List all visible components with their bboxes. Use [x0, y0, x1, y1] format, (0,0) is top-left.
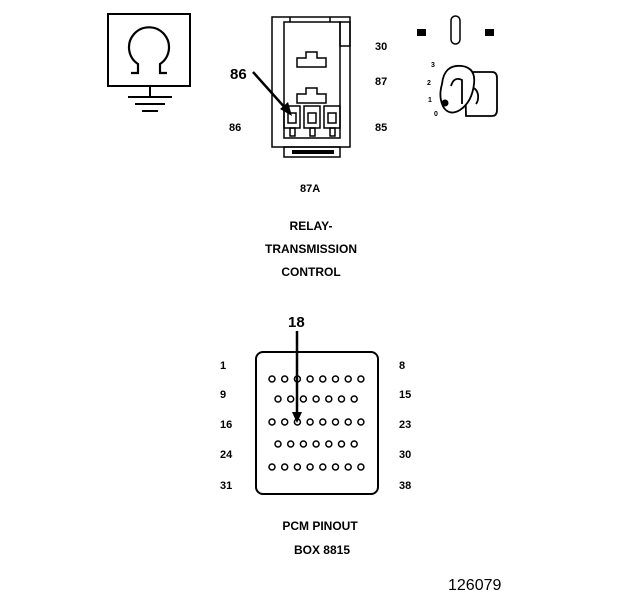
pcm-left-label-1: 1	[220, 360, 226, 372]
pcm-title-line-2: BOX 8815	[294, 543, 350, 557]
pcm-left-label-31: 31	[220, 480, 232, 492]
pcm-left-label-16: 16	[220, 419, 232, 431]
pcm-pin-hole	[319, 375, 327, 383]
relay-callout-arrowhead	[280, 102, 292, 116]
pcm-pin-hole	[357, 375, 365, 383]
ignition-position-1: 1	[428, 97, 432, 104]
ground-symbol-icon	[107, 13, 191, 112]
relay-title-line-1: RELAY-	[290, 219, 333, 233]
relay-connector	[271, 16, 351, 158]
pcm-right-label-38: 38	[399, 480, 411, 492]
pcm-title-line-1: PCM PINOUT	[282, 519, 358, 533]
pcm-pin-hole	[280, 463, 289, 471]
pcm-pin-hole	[344, 375, 352, 383]
pcm-pin-hole	[280, 375, 289, 383]
pcm-pin-hole	[319, 418, 327, 426]
pcm-pin-hole	[280, 418, 289, 426]
relay-title-line-3: CONTROL	[281, 265, 340, 279]
pcm-pin-hole	[293, 463, 302, 471]
pcm-pin-hole	[319, 463, 327, 471]
pcm-pin-hole	[274, 395, 282, 403]
figure-number: 126079	[448, 577, 501, 594]
ignition-position-2: 2	[427, 80, 431, 87]
pcm-pin-hole	[268, 375, 276, 383]
pcm-pin-hole	[268, 418, 276, 426]
pcm-pin-hole	[357, 418, 365, 426]
pcm-pin-hole	[325, 395, 333, 403]
relay-pin-label-85: 85	[375, 122, 387, 134]
pcm-pin-hole	[312, 440, 320, 448]
pcm-pin-hole	[286, 395, 295, 403]
pcm-left-label-24: 24	[220, 449, 233, 461]
pcm-pin-hole	[350, 440, 358, 448]
pcm-pin-grid	[268, 375, 365, 471]
pcm-pin-hole	[274, 440, 282, 448]
pcm-pin-hole	[286, 440, 295, 448]
relay-pin-label-87: 87	[375, 76, 387, 88]
ignition-key-icon	[417, 15, 498, 117]
pcm-pin-hole	[299, 440, 308, 448]
pcm-pin-hole	[299, 395, 308, 403]
pcm-pin-hole	[331, 418, 340, 426]
relay-title-line-2: TRANSMISSION	[265, 242, 357, 256]
pcm-pin-hole	[331, 463, 340, 471]
pcm-pin-hole	[312, 395, 320, 403]
pcm-left-label-9: 9	[220, 389, 226, 401]
pcm-pin-hole	[350, 395, 358, 403]
pcm-pin-hole	[325, 440, 333, 448]
relay-pin-label-30: 30	[375, 41, 387, 53]
pcm-right-label-8: 8	[399, 360, 405, 372]
relay-callout-label: 86	[230, 66, 247, 83]
pcm-callout-arrowhead	[292, 412, 302, 423]
ignition-position-3: 3	[431, 62, 435, 69]
pcm-pin-hole	[268, 463, 276, 471]
pcm-right-label-15: 15	[399, 389, 411, 401]
pcm-right-label-23: 23	[399, 419, 411, 431]
pcm-callout-label: 18	[288, 314, 305, 331]
relay-pin-label-86: 86	[229, 122, 241, 134]
pcm-pin-hole	[344, 418, 352, 426]
relay-callout-arrow	[252, 71, 288, 111]
ignition-position-0: 0	[434, 111, 438, 118]
pcm-pin-hole	[344, 463, 352, 471]
pcm-pin-hole	[357, 463, 365, 471]
pcm-pin-hole	[331, 375, 340, 383]
pcm-pin-hole	[306, 375, 314, 383]
pcm-pin-hole	[306, 463, 314, 471]
pcm-connector-body	[255, 351, 379, 495]
pcm-pin-hole	[337, 440, 346, 448]
pcm-pin-hole	[306, 418, 314, 426]
pcm-right-label-30: 30	[399, 449, 411, 461]
relay-pin-label-87a: 87A	[300, 183, 320, 195]
pcm-pin-hole	[337, 395, 346, 403]
